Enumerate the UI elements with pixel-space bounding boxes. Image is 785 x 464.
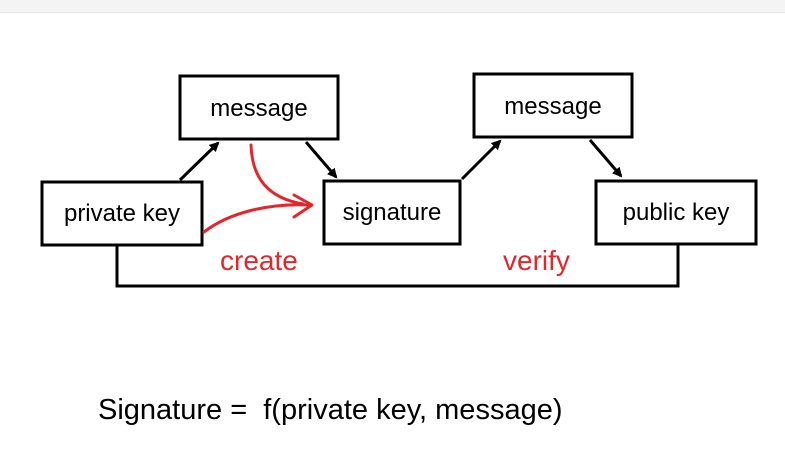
arrow-message-to-signature bbox=[304, 141, 338, 179]
arrow-message-to-public-key bbox=[588, 139, 623, 178]
arrow-signature-to-message bbox=[460, 139, 502, 181]
message-right-node: message bbox=[472, 72, 634, 139]
public-key-label: public key bbox=[623, 199, 730, 226]
top-border bbox=[0, 0, 785, 13]
message-right-label: message bbox=[504, 93, 601, 120]
message-left-label: message bbox=[210, 95, 307, 122]
signature-label: signature bbox=[343, 199, 442, 226]
verify-label: verify bbox=[503, 245, 570, 276]
private-key-node: private key bbox=[40, 180, 204, 247]
signature-node: signature bbox=[322, 179, 462, 246]
arrow-private-key-to-message bbox=[178, 141, 220, 182]
public-key-node: public key bbox=[594, 179, 758, 246]
private-key-label: private key bbox=[64, 200, 180, 227]
create-label: create bbox=[220, 245, 298, 276]
bottom-connector-line bbox=[115, 245, 680, 288]
message-left-node: message bbox=[178, 74, 340, 141]
red-create-arrow bbox=[202, 143, 314, 234]
signature-formula: Signature = f(private key, message) bbox=[98, 394, 563, 426]
